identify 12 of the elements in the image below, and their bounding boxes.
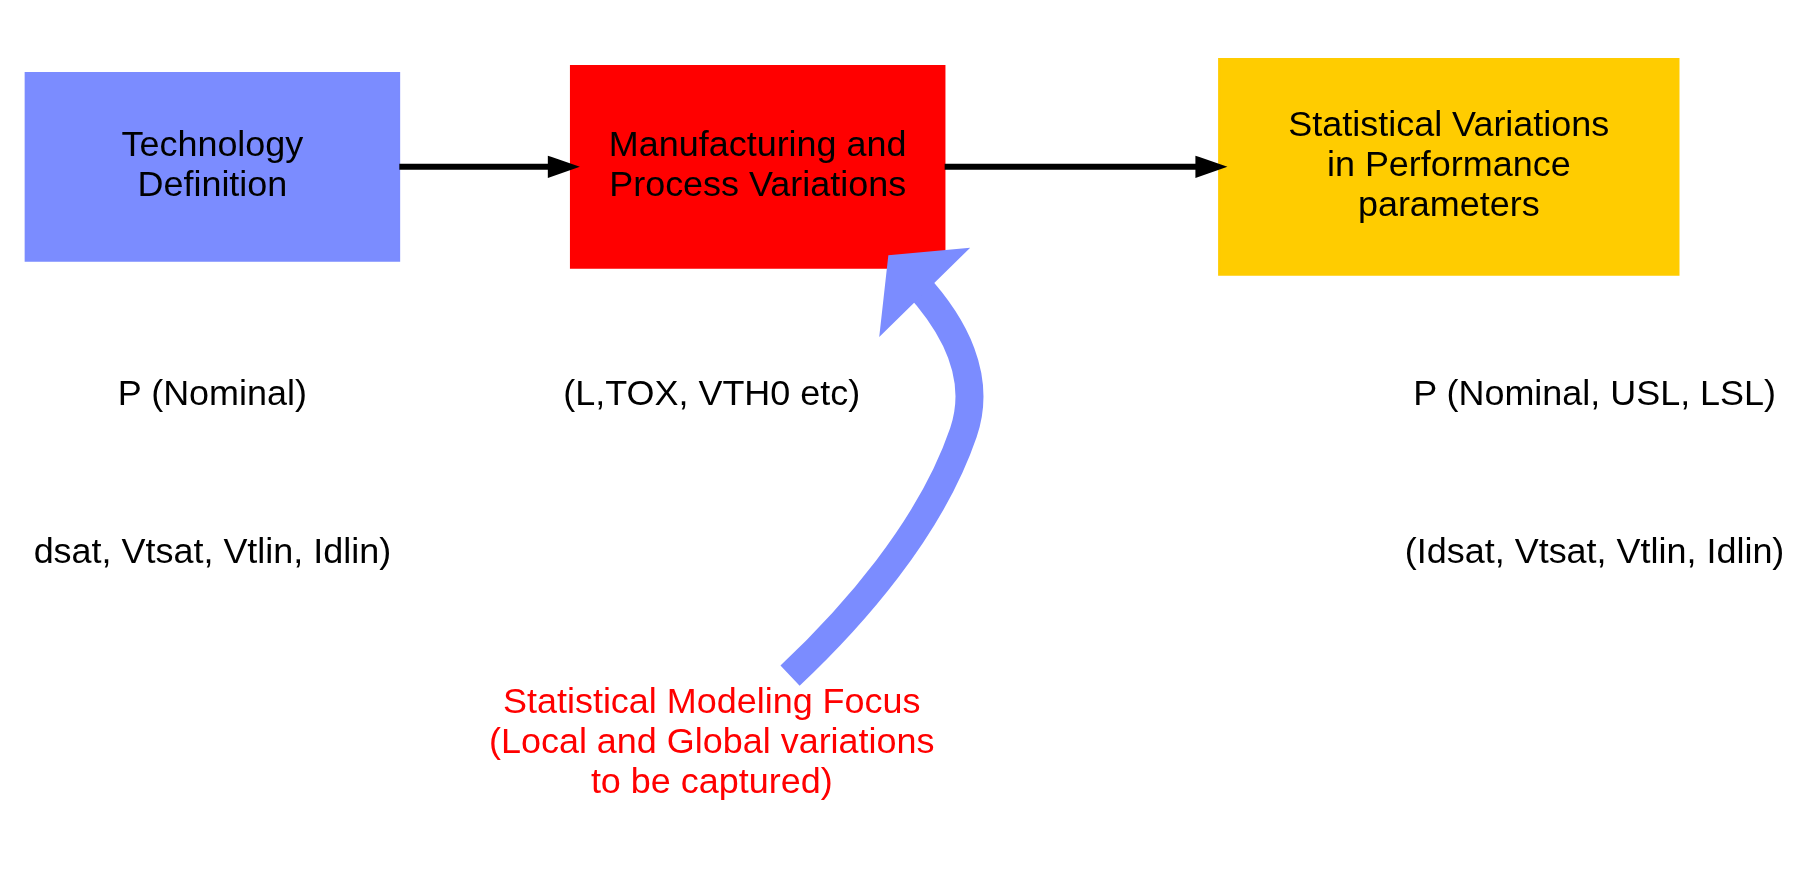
node-box: Technology Definition [24,71,401,262]
arrow [780,247,984,686]
arrow [944,155,1228,178]
label: (Idsat, Vtsat, Vtlin, Idlin) [1404,529,1785,571]
label: dsat, Vtsat, Vtlin, Idlin) [33,529,392,571]
node-box: Statistical Variations in Performance parameters [1218,57,1680,276]
label: P (Nominal) [117,371,307,413]
node-box: Manufacturing and Process Variations [569,64,946,269]
node-label: (L,TOX, VTH0 etc) [563,371,861,413]
label: P (Nominal, USL, LSL) [1413,371,1777,413]
node-text: Statistical Modeling Focus (Local and Global variations to be captured) [489,679,935,801]
arrow [399,155,580,178]
